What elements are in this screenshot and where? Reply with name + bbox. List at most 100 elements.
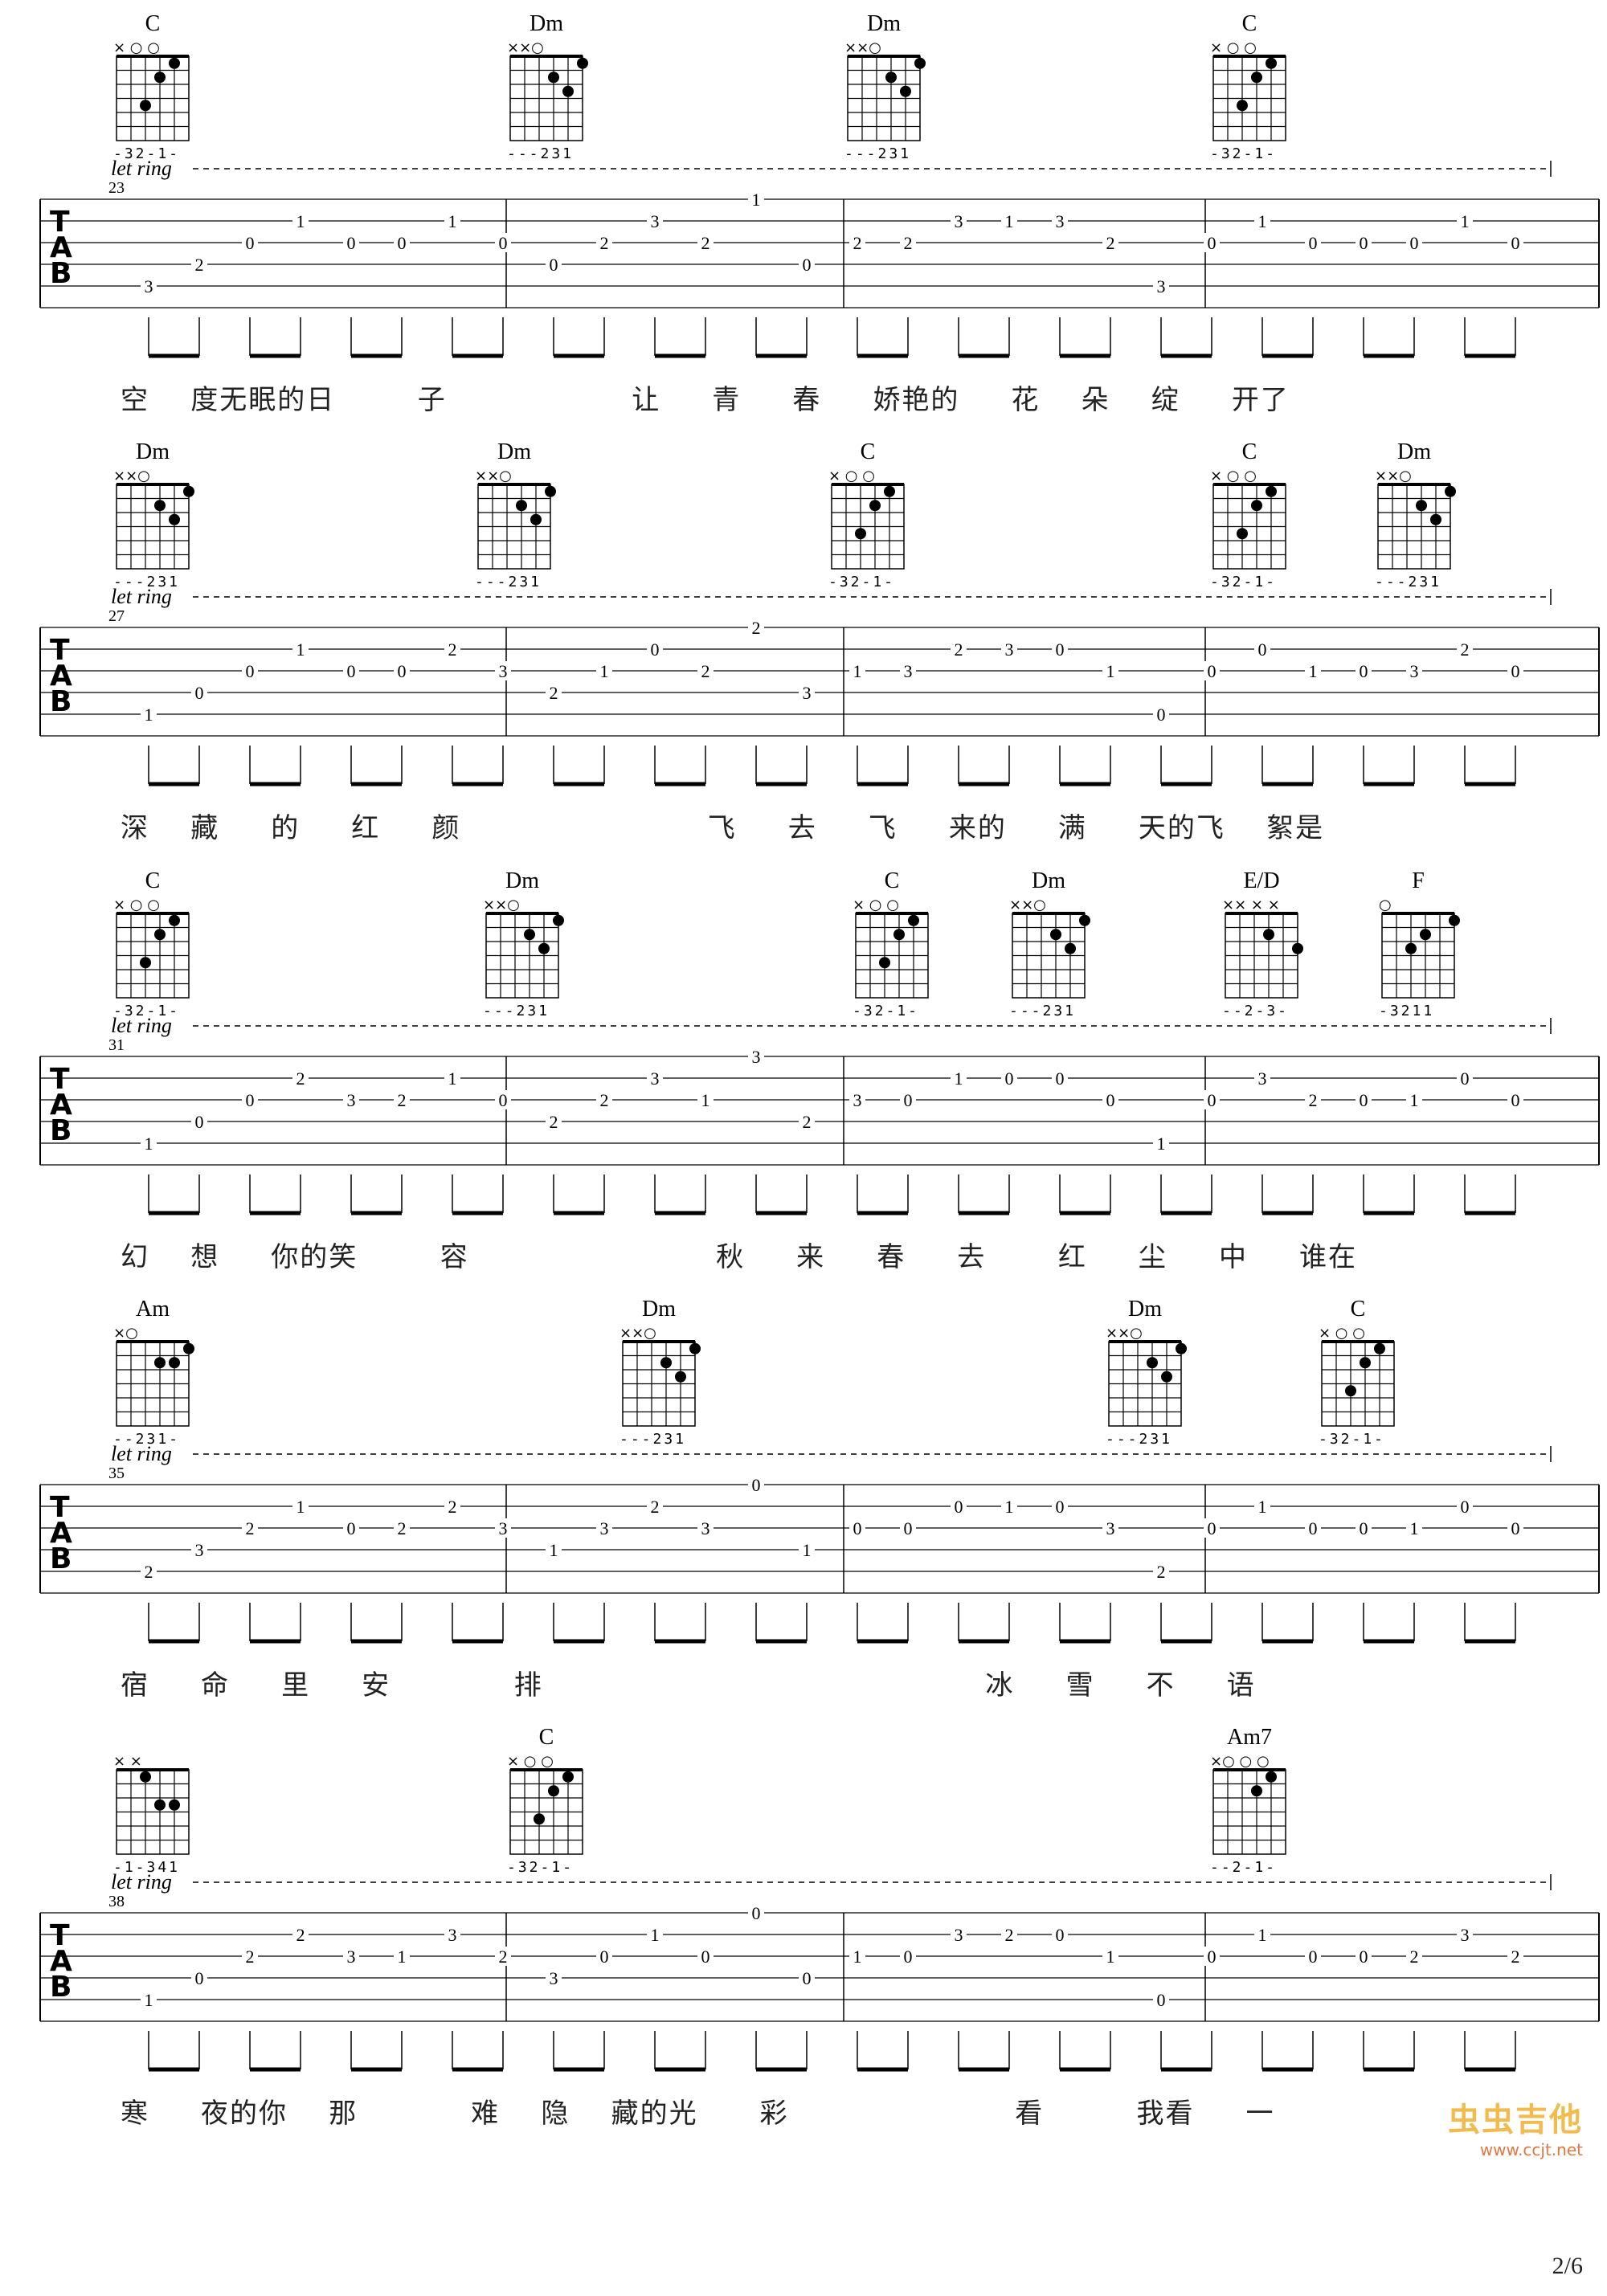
fret-number: 3 bbox=[752, 1047, 761, 1067]
fret-number: 0 bbox=[246, 1090, 255, 1110]
fret-number: 3 bbox=[701, 1518, 710, 1538]
chord-name: Dm bbox=[136, 439, 170, 464]
tab-clef-letter: B bbox=[50, 685, 72, 718]
chord-name: F bbox=[1412, 868, 1425, 893]
fret-number: 0 bbox=[347, 233, 356, 253]
fret-number: 1 bbox=[296, 1497, 305, 1517]
fret-number: 0 bbox=[1208, 1947, 1216, 1967]
chord-fingering: ---231 bbox=[1009, 1003, 1076, 1019]
fret-number: 0 bbox=[1360, 1090, 1368, 1110]
finger-dot bbox=[169, 57, 180, 69]
chord-open-mute-marks: ××○ bbox=[483, 897, 520, 913]
chord-diagram: Dm××○---231 bbox=[1106, 1297, 1187, 1448]
tab-clef-letter: B bbox=[50, 1971, 72, 2004]
chord-open-mute-marks: ○ bbox=[1379, 897, 1392, 913]
fret-number: 0 bbox=[1208, 1518, 1216, 1538]
chord-fingering: -32-1- bbox=[1319, 1431, 1385, 1448]
fret-number: 0 bbox=[246, 661, 255, 681]
chord-diagram: C× ○ ○-32-1- bbox=[113, 11, 190, 162]
chord-fingering: --2-1- bbox=[1210, 1859, 1277, 1876]
fret-number: 0 bbox=[1309, 1518, 1318, 1538]
fret-number: 2 bbox=[904, 233, 913, 253]
finger-dot bbox=[1251, 71, 1262, 84]
chord-fingering: -32-1- bbox=[1210, 145, 1277, 162]
chord-open-mute-marks: × ○ ○ bbox=[113, 897, 160, 913]
fret-number: 0 bbox=[701, 1947, 710, 1967]
chord-name: Dm bbox=[867, 11, 901, 36]
fret-number: 1 bbox=[1258, 1925, 1267, 1945]
fret-number: 1 bbox=[701, 1090, 710, 1110]
fret-number: 3 bbox=[1461, 1925, 1470, 1945]
chord-diagram: Am×○--231- bbox=[113, 1297, 194, 1448]
fret-number: 2 bbox=[448, 639, 457, 660]
fret-number: 3 bbox=[347, 1090, 356, 1110]
measure-number: 23 bbox=[108, 179, 125, 197]
watermark-url: www.ccjt.net bbox=[1479, 2140, 1583, 2159]
fret-number: 0 bbox=[1056, 1497, 1065, 1517]
finger-dot bbox=[1360, 1357, 1371, 1369]
fret-number: 1 bbox=[296, 639, 305, 660]
fret-number: 0 bbox=[1258, 639, 1267, 660]
tab-clef-letter: T bbox=[50, 1063, 70, 1096]
fret-number: 2 bbox=[701, 661, 710, 681]
chord-fingering: ---231 bbox=[483, 1003, 550, 1019]
chord-open-mute-marks: × ○ ○ bbox=[1210, 39, 1257, 56]
chord-fingering: ---231 bbox=[113, 574, 180, 590]
finger-dot bbox=[1050, 929, 1061, 941]
finger-dot bbox=[884, 485, 895, 497]
fret-number: 1 bbox=[448, 1068, 457, 1089]
fret-number: 0 bbox=[499, 233, 508, 253]
page-number: 2/6 bbox=[1552, 2253, 1583, 2279]
chord-name: Dm bbox=[642, 1297, 676, 1322]
fret-number: 2 bbox=[296, 1925, 305, 1945]
chord-open-mute-marks: × ○ ○ bbox=[1210, 468, 1257, 484]
fret-number: 2 bbox=[600, 233, 609, 253]
chord-name: Dm bbox=[497, 439, 531, 464]
fret-number: 0 bbox=[1056, 1068, 1065, 1089]
finger-dot bbox=[1420, 929, 1431, 941]
finger-dot bbox=[169, 914, 180, 926]
fret-number: 1 bbox=[600, 661, 609, 681]
fret-number: 2 bbox=[1309, 1090, 1318, 1110]
chord-fingering: -32-1- bbox=[507, 1859, 574, 1876]
fret-number: 1 bbox=[1461, 211, 1470, 231]
chord-open-mute-marks: × ○ ○ bbox=[113, 39, 160, 56]
fret-number: 3 bbox=[499, 1518, 508, 1538]
fret-number: 2 bbox=[550, 1112, 558, 1132]
fret-number: 1 bbox=[1309, 661, 1318, 681]
finger-dot bbox=[1237, 100, 1248, 112]
fret-number: 0 bbox=[955, 1497, 963, 1517]
fret-number: 1 bbox=[1005, 1497, 1014, 1517]
fret-number: 3 bbox=[651, 211, 660, 231]
chord-open-mute-marks: ××○ bbox=[1106, 1325, 1143, 1342]
chord-open-mute-marks: × ○ ○ bbox=[853, 897, 899, 913]
chord-open-mute-marks: ××○ bbox=[1375, 468, 1412, 484]
finger-dot bbox=[548, 71, 559, 84]
fret-number: 3 bbox=[651, 1068, 660, 1089]
fret-number: 0 bbox=[752, 1903, 761, 1923]
fret-number: 1 bbox=[145, 705, 153, 725]
finger-dot bbox=[154, 1799, 166, 1811]
chord-fingering: -3211 bbox=[1379, 1003, 1434, 1019]
finger-dot bbox=[1079, 914, 1090, 926]
chord-open-mute-marks: ××○ bbox=[1009, 897, 1046, 913]
fret-number: 0 bbox=[347, 661, 356, 681]
finger-dot bbox=[553, 914, 564, 926]
chord-name: C bbox=[861, 439, 876, 464]
fret-number: 3 bbox=[1056, 211, 1065, 231]
tab-clef-letter: A bbox=[50, 1945, 72, 1978]
fret-number: 1 bbox=[398, 1947, 407, 1967]
chord-name: Dm bbox=[530, 11, 563, 36]
finger-dot bbox=[1266, 1771, 1277, 1783]
fret-number: 3 bbox=[1106, 1518, 1115, 1538]
fret-number: 0 bbox=[803, 1968, 812, 1988]
finger-dot bbox=[534, 1813, 545, 1825]
chord-diagram: C× ○ ○-32-1- bbox=[828, 439, 905, 590]
chord-open-mute-marks: ××○ bbox=[113, 468, 150, 484]
finger-dot bbox=[140, 1771, 151, 1783]
